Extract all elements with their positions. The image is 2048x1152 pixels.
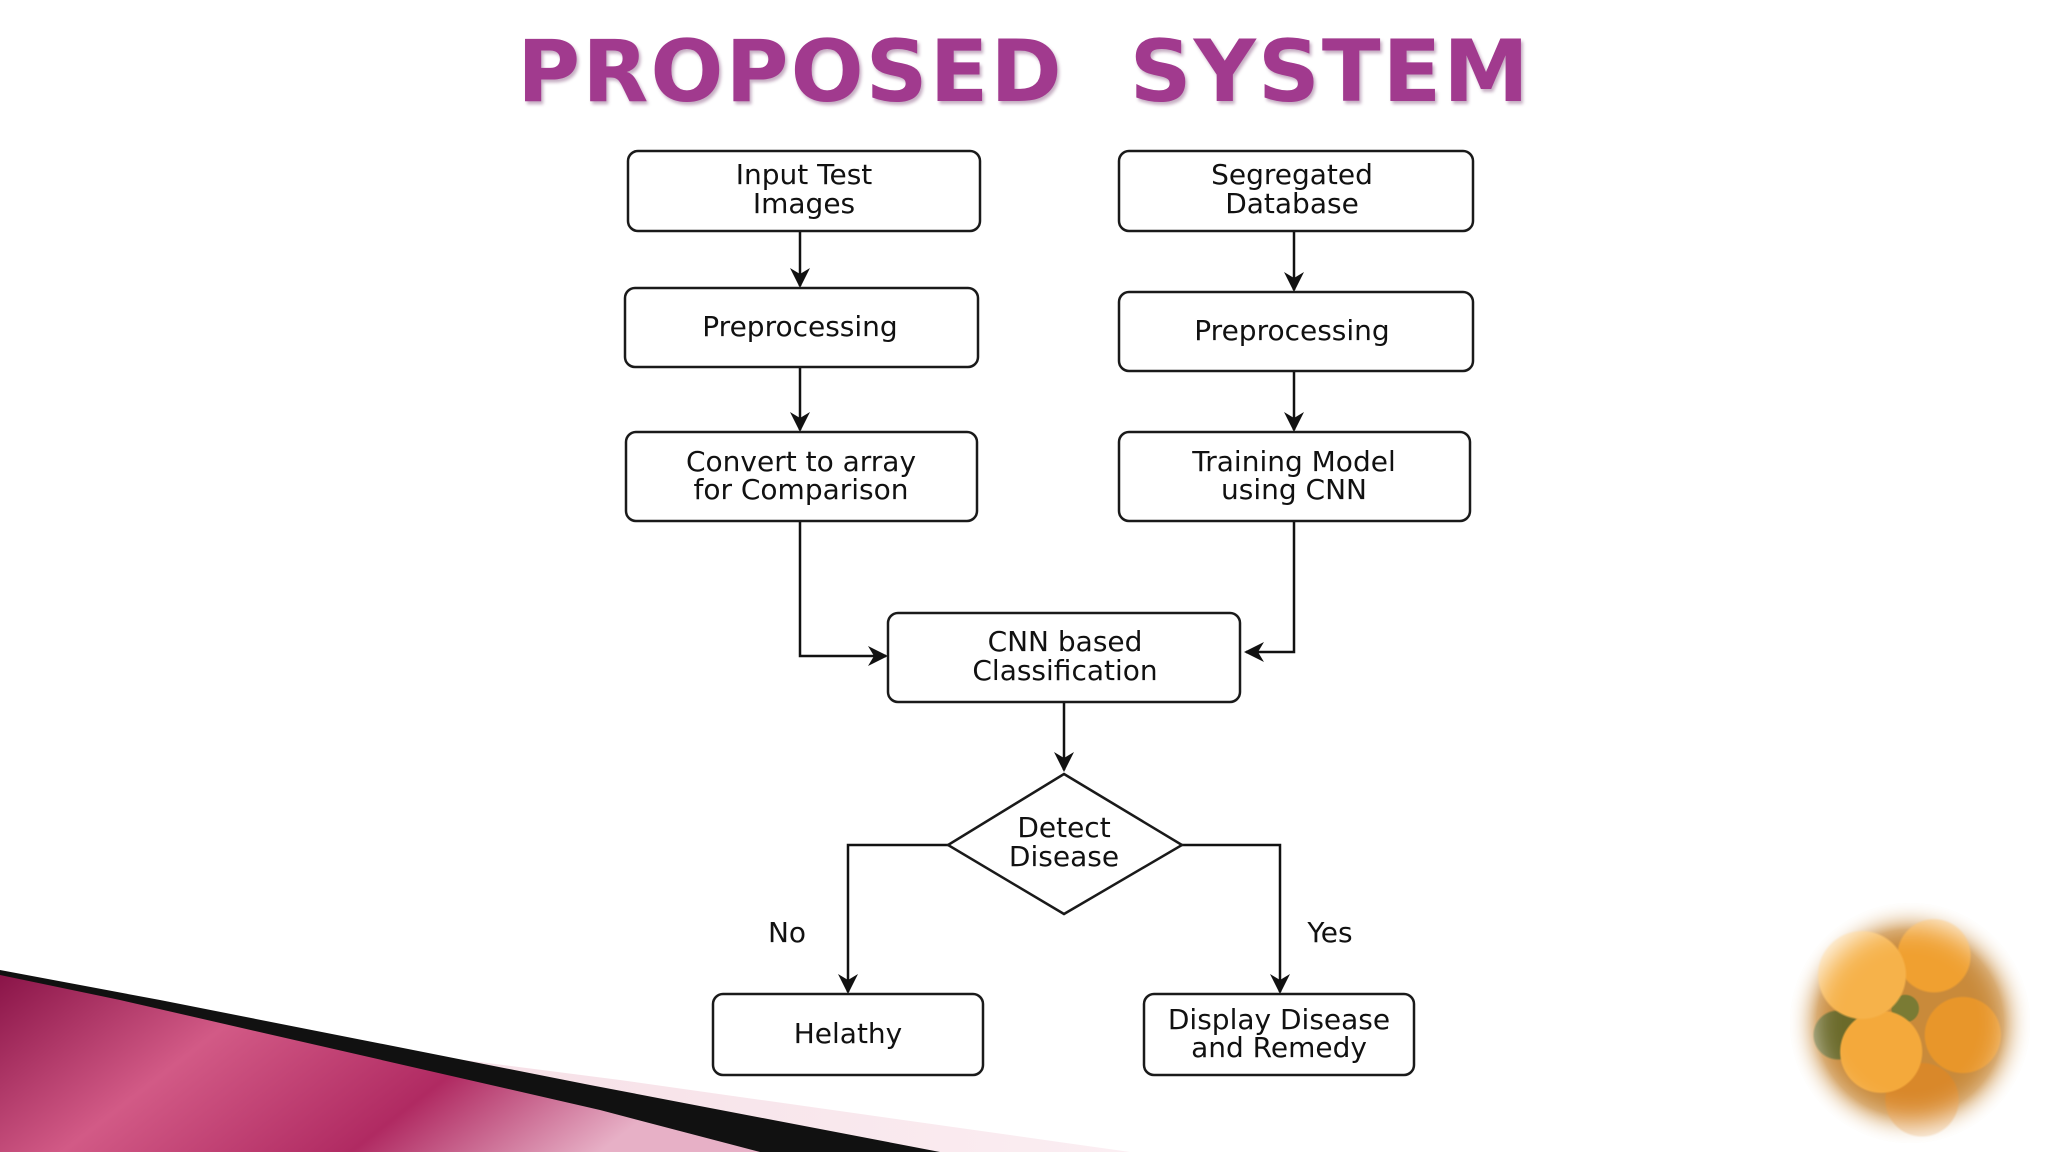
node-preprocessing-left: Preprocessing: [623, 286, 980, 369]
node-label: Detect: [1017, 811, 1110, 844]
node-label: for Comparison: [693, 473, 908, 506]
node-healthy: Helathy: [711, 992, 985, 1077]
band-magenta-stripe: [0, 975, 760, 1152]
flowchart-edges: [790, 231, 1304, 994]
node-preprocessing-right: Preprocessing: [1117, 290, 1475, 373]
node-label: and Remedy: [1191, 1031, 1367, 1064]
node-label: Images: [753, 187, 855, 220]
node-label: Helathy: [794, 1017, 903, 1050]
node-label: Input Test: [736, 158, 873, 191]
page-title: PROPOSED SYSTEM: [517, 22, 1531, 122]
node-label: Training Model: [1191, 445, 1395, 478]
node-cnn-classification: CNN based Classification: [886, 611, 1242, 704]
node-segregated-database: Segregated Database: [1117, 149, 1475, 233]
node-label: CNN based: [988, 625, 1143, 658]
edge-label-no: No: [768, 916, 806, 949]
node-label: Preprocessing: [702, 310, 897, 343]
node-label: Preprocessing: [1194, 314, 1389, 347]
edge-label-yes: Yes: [1306, 916, 1352, 949]
node-detect-disease: Detect Disease: [945, 772, 1185, 916]
node-label: Convert to array: [686, 445, 916, 478]
node-training-model: Training Model using CNN: [1117, 430, 1472, 523]
node-display-disease: Display Disease and Remedy: [1142, 992, 1416, 1077]
node-label: Database: [1225, 187, 1359, 220]
node-label: Classification: [972, 654, 1157, 687]
fruit-image: [1790, 903, 2030, 1143]
node-label: Display Disease: [1168, 1003, 1390, 1036]
node-label: using CNN: [1221, 473, 1367, 506]
node-convert-to-array: Convert to array for Comparison: [624, 430, 979, 523]
page-title-container: PROPOSED SYSTEM: [0, 22, 2048, 132]
node-input-test-images: Input Test Images: [626, 149, 982, 233]
edge-detect-yes-to-display: [1182, 843, 1290, 994]
node-label: Disease: [1009, 840, 1119, 873]
edge-convert-to-cnn: [798, 521, 888, 666]
node-label: Segregated: [1211, 158, 1373, 191]
edge-detect-no-to-healthy: [838, 843, 948, 994]
edge-training-to-cnn: [1244, 521, 1296, 662]
